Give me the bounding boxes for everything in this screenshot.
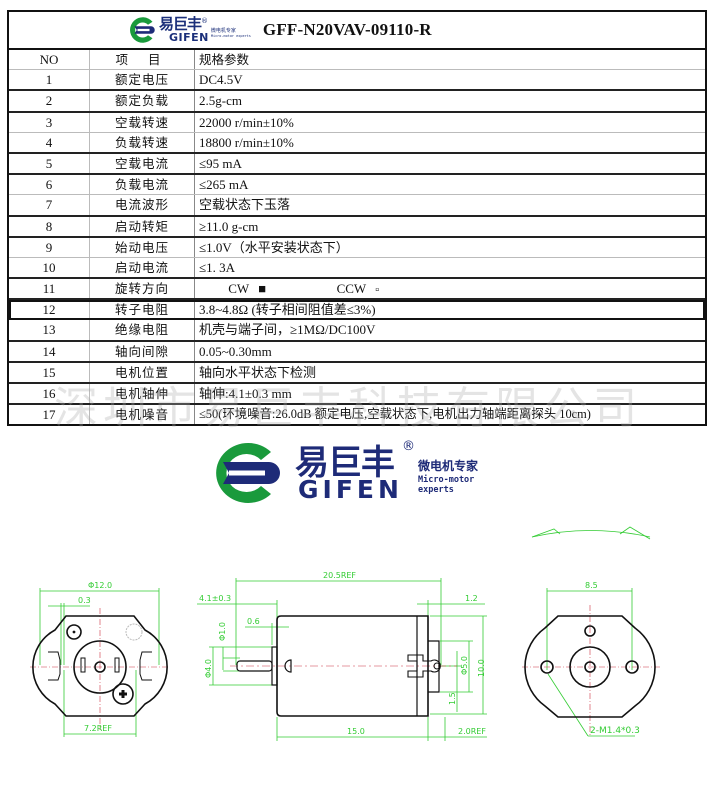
logo-tagline-en: Micro-motor experts [418,475,475,495]
side-dim-end-cap: 1.2 [465,594,478,603]
gifen-logo-mark-icon [216,443,280,503]
rear-dim-thread-note: 2-M1.4*0.3 [590,726,640,736]
rear-dim-hole-spacing: 8.5 [585,581,598,590]
side-dim-body-length: 15.0 [347,727,365,736]
side-dim-height: 10.0 [477,659,486,677]
header-tagline-cn: 微电机专家 [210,27,236,34]
side-dim-boss-dia: Φ4.0 [204,659,213,678]
table-row: 3 空载转速 22000 r/min±10% [9,112,705,133]
table-row: 5 空载电流 ≤95 mA [9,153,705,176]
side-dim-terminal-offset: 1.5 [448,692,457,705]
side-dim-boss-step: 0.6 [247,617,260,626]
table-row: 17 电机噪音 ≤50(环境噪音:26.0dB 额定电压,空载状态下,电机出力轴… [9,405,705,425]
table-row: 16 电机轴伸 轴伸:4.1±0.3 mm [9,384,705,406]
ccw-label: CCW [336,281,366,297]
logo-brand-cn: 易巨丰 [295,443,395,483]
front-view-drawing: Φ12.0 0.3 7.2REF [20,570,200,750]
table-row: 14 轴向间隙 0.05~0.30mm [9,341,705,363]
cw-checked-icon: ■ [258,281,267,297]
side-dim-shaft-dia: Φ1.0 [218,622,227,641]
table-row: 15 电机位置 轴向水平状态下检测 [9,362,705,384]
front-dim-width: 7.2REF [84,724,112,733]
logo-brand-en: GIFEN [298,475,403,504]
logo-registered-icon: ® [402,439,415,454]
rear-view-drawing: 8.5 2-M1.4*0.3 [510,510,709,760]
header-brand-cn: 易巨丰 [159,15,202,33]
table-row: 13 绝缘电阻 机壳与端子间，≥1MΩ/DC100V [9,320,705,342]
model-number: GFF-N20VAV-09110-R [262,20,432,39]
logo-tagline-cn: 微电机专家 [418,459,479,473]
table-row: 4 负载转速 18800 r/min±10% [9,132,705,154]
spec-table: 易巨丰® GIFEN 微电机专家 Micro-motor experts GFF… [7,10,707,427]
gifen-logo: 易巨丰 ® GIFEN 微电机专家 Micro-motor experts [205,437,505,507]
table-row: 12 转子电阻 3.8~4.8Ω (转子相间阻值差≤3%) [9,300,705,321]
front-dim-offset: 0.3 [78,596,91,605]
header-logo: 易巨丰® GIFEN 微电机专家 Micro-motor experts [127,15,251,45]
table-row: 11 旋转方向 CW ■ CCW ▫ [9,279,705,301]
table-row: 1 额定电压 DC4.5V [9,70,705,92]
header-tagline-en: Micro-motor experts [210,33,251,38]
table-row: 6 负载电流 ≤265 mA [9,175,705,196]
header-brand-en: GIFEN [169,31,209,44]
side-dim-overall: 20.5REF [323,571,356,580]
brush-sketch [531,526,651,540]
table-row: 8 启动转矩 ≥11.0 g-cm [9,216,705,238]
cw-label: CW [228,281,249,297]
col-header-item: 项 目 [90,50,195,70]
col-header-value: 规格参数 [199,52,250,67]
table-title-row: 易巨丰® GIFEN 微电机专家 Micro-motor experts GFF… [9,12,705,50]
front-dim-diameter: Φ12.0 [88,581,112,590]
side-view-drawing: 20.5REF 4.1±0.3 1.2 0.6 Φ1.0 Φ4.0 Φ5.0 1… [195,565,495,755]
side-dim-tail-ref: 2.0REF [458,727,486,736]
col-header-no: NO [9,50,90,70]
table-row: 2 额定负载 2.5g-cm [9,91,705,113]
side-dim-shaft-length: 4.1±0.3 [199,594,231,603]
gifen-logo-mark-icon [130,17,155,43]
table-header-row: NO 项 目 规格参数 [9,50,705,71]
table-row: 9 始动电压 ≤1.0V（水平安装状态下） [9,237,705,258]
ccw-unchecked-icon: ▫ [375,284,380,297]
table-row: 10 启动电流 ≤1. 3A [9,257,705,280]
table-row: 7 电流波形 空载状态下玉落 [9,195,705,217]
side-dim-terminal-dia: Φ5.0 [460,656,469,675]
